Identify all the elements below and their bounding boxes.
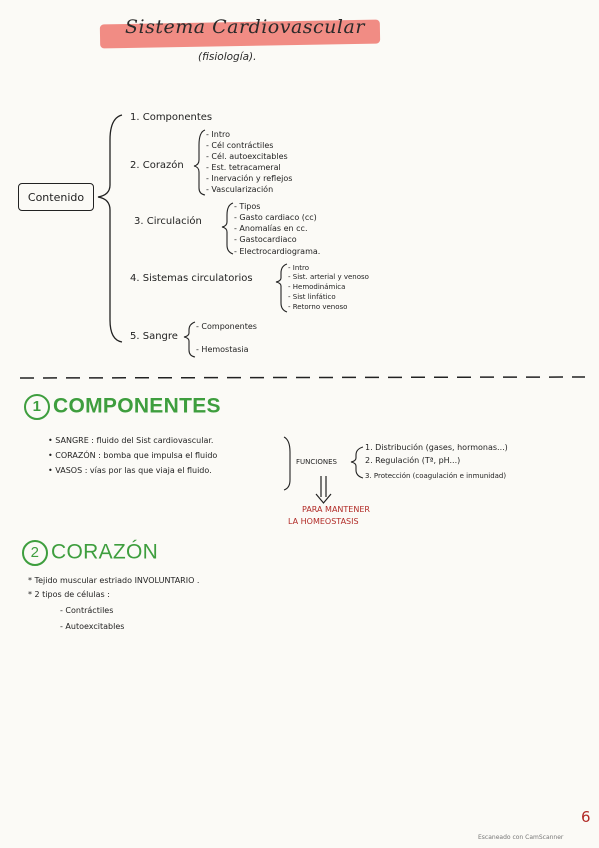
index-item: - Intro (206, 130, 231, 139)
index-item: - Electrocardiograma. (234, 247, 321, 256)
index-item: - Componentes (196, 322, 257, 331)
index-section-2: 2. Corazón (130, 160, 184, 171)
componentes-bullet: • SANGRE : fluido del Sist cardiovascula… (48, 436, 214, 445)
index-item: - Hemostasia (196, 345, 249, 354)
contenido-box: Contenido (18, 183, 94, 211)
corazon-title: CORAZÓN (51, 540, 159, 564)
index-item: - Inervación y reflejos (206, 174, 293, 183)
homeostasis-note-2: LA HOMEOSTASIS (288, 517, 359, 526)
componentes-bullet: • CORAZÓN : bomba que impulsa el fluido (48, 451, 218, 460)
page-number: 6 (581, 808, 591, 826)
index-item: - Tipos (234, 202, 261, 211)
funciones-label: FUNCIONES (296, 458, 337, 466)
page-title: Sistema Cardiovascular (125, 16, 365, 38)
componentes-bullet: • VASOS : vías por las que viaja el flui… (48, 466, 212, 475)
funcion-item: 3. Protección (coagulación e inmunidad) (365, 472, 507, 480)
index-section-3: 3. Circulación (134, 216, 202, 227)
index-item: - Cél. autoexcitables (206, 152, 288, 161)
scanner-watermark: Escaneado con CamScanner (478, 834, 564, 841)
page-subtitle: (fisiología). (198, 51, 257, 63)
index-item: - Intro (288, 264, 310, 272)
index-item: - Gasto cardiaco (cc) (234, 213, 317, 222)
index-item: - Vascularización (206, 185, 274, 194)
index-section-4: 4. Sistemas circulatorios (130, 273, 253, 284)
funcion-item: 2. Regulación (Tª, pH...) (365, 456, 461, 465)
componentes-title: COMPONENTES (53, 394, 221, 418)
corazon-line: - Autoexcitables (60, 622, 125, 631)
index-item: - Gastocardiaco (234, 235, 297, 244)
index-item: - Cél contráctiles (206, 141, 274, 150)
index-item: - Hemodinámica (288, 283, 346, 291)
index-item: - Anomalías en cc. (234, 224, 308, 233)
index-item: - Sist linfático (288, 293, 336, 301)
index-item: - Retorno venoso (288, 303, 348, 311)
homeostasis-note-1: PARA MANTENER (302, 505, 370, 514)
index-item: - Sist. arterial y venoso (288, 273, 369, 281)
corazon-line: - Contráctiles (60, 606, 114, 615)
funcion-item: 1. Distribución (gases, hormonas...) (365, 443, 508, 452)
corazon-line: * Tejido muscular estriado INVOLUNTARIO … (28, 576, 200, 585)
index-section-1: 1. Componentes (130, 112, 213, 123)
section-number-1: 1 (24, 394, 50, 420)
index-item: - Est. tetracameral (206, 163, 281, 172)
corazon-line: * 2 tipos de células : (28, 590, 110, 599)
section-number-2: 2 (22, 540, 48, 566)
index-section-5: 5. Sangre (130, 331, 178, 342)
